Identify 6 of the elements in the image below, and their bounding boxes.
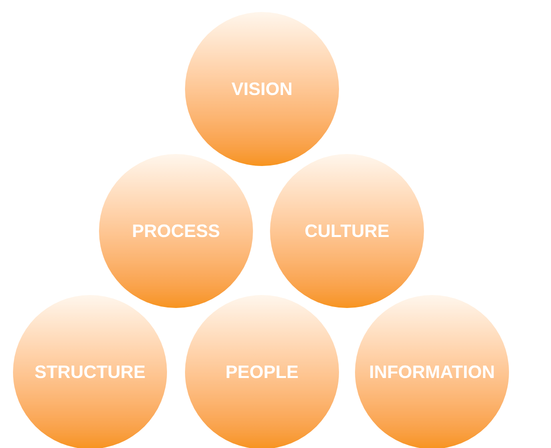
node-label: PEOPLE [225, 360, 299, 384]
node-label: CULTURE [304, 220, 390, 242]
node-label: VISION [231, 78, 292, 100]
node-label: INFORMATION [369, 360, 495, 384]
node-label: STRUCTURE [34, 360, 146, 384]
node-label: PROCESS [132, 220, 220, 242]
